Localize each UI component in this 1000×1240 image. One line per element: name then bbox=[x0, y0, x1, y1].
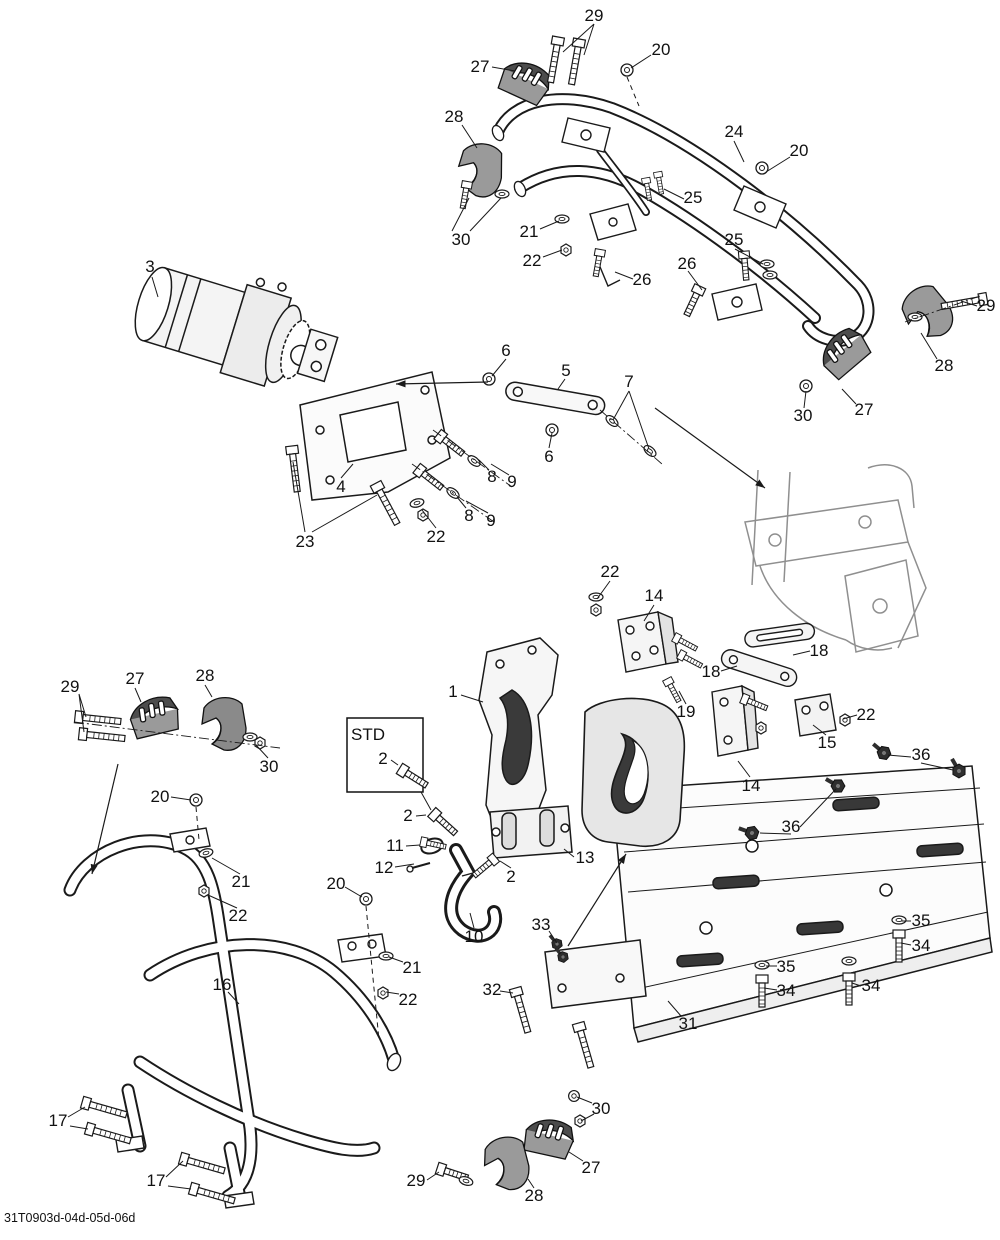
ghost-chassis-drawing bbox=[744, 464, 927, 653]
guard-bottom-group bbox=[483, 1119, 575, 1191]
pointer-arrows bbox=[90, 380, 766, 947]
hook-drawing bbox=[406, 837, 503, 943]
guard-left-group bbox=[129, 696, 247, 751]
document-code: 31T0903d-04d-05d-06d bbox=[4, 1211, 136, 1225]
rear-frame-drawing bbox=[491, 93, 875, 347]
mounting-plate-drawing bbox=[299, 371, 451, 501]
frame-bracket-drawing bbox=[478, 637, 559, 841]
construction-lines bbox=[73, 76, 981, 1041]
skid-plate-drawing bbox=[544, 765, 993, 1043]
link-brackets-drawing bbox=[617, 610, 837, 757]
side-cover-drawing bbox=[581, 697, 686, 847]
front-bumper-drawing bbox=[63, 827, 402, 1209]
guard-right-group bbox=[822, 285, 954, 381]
guard-top-group bbox=[457, 62, 550, 198]
fairlead-drawing bbox=[489, 805, 573, 859]
std-box bbox=[346, 717, 424, 793]
support-strap-drawing bbox=[505, 381, 606, 416]
leader-lines bbox=[67, 23, 978, 1190]
winch-motor-drawing bbox=[134, 266, 339, 388]
